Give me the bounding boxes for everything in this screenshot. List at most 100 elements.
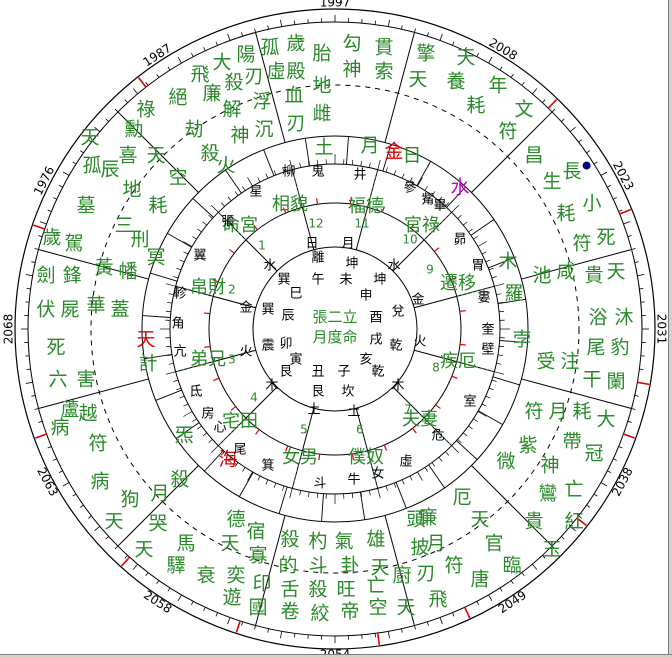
mansion-tick <box>192 236 197 240</box>
mansion-label: 畢 <box>433 199 446 214</box>
rim-tick <box>578 139 582 143</box>
rim-tick <box>62 171 70 176</box>
star-label: 計 <box>138 353 157 375</box>
mansion-label: 箕 <box>261 458 274 474</box>
rim-tick <box>586 150 590 154</box>
mansion-tick <box>431 191 436 196</box>
mansion-tick <box>477 241 487 247</box>
rim-tick <box>203 46 206 51</box>
mansion-tick <box>299 490 302 496</box>
mansion-tick <box>368 490 371 496</box>
degree-tick <box>433 247 440 252</box>
palace-label: 僕奴 <box>348 447 384 468</box>
branch-label: 卯 <box>279 337 292 352</box>
rim-tick <box>80 504 84 508</box>
star-label: 黃 <box>94 257 113 279</box>
mansion-label: 張 <box>221 215 234 230</box>
rim-tick <box>627 420 632 423</box>
mansion-tick <box>438 457 443 462</box>
star-label: 解 <box>222 99 241 121</box>
star-label: 旺 <box>336 579 355 601</box>
star-label: 勾 <box>342 33 361 55</box>
star-label: 池 <box>532 265 551 287</box>
rim-tick <box>38 420 43 423</box>
rim-tick <box>637 274 645 277</box>
star-label: 孤 <box>82 155 101 177</box>
mansion-divider <box>175 422 200 439</box>
rim-tick <box>542 99 546 103</box>
mansion-tick <box>289 159 293 170</box>
palace-label: 福德 <box>348 196 384 217</box>
mansion-label: 井 <box>353 168 366 183</box>
star-label: 卷 <box>280 601 299 623</box>
palace-divider <box>456 285 495 297</box>
mansion-divider <box>446 186 466 208</box>
rim-tick <box>542 555 546 559</box>
mansion-divider <box>492 376 520 386</box>
mansion-label: 星 <box>249 185 262 200</box>
degree-tick <box>410 223 415 229</box>
degree-tick <box>282 207 287 214</box>
branch-label: 巳 <box>289 287 302 302</box>
palace-number: 3 <box>228 353 236 367</box>
palace-number: 10 <box>402 233 417 247</box>
star-label: 月 <box>360 135 379 157</box>
mansion-label: 虛 <box>399 455 412 470</box>
rim-tick <box>510 74 514 78</box>
star-label: 文 <box>514 99 533 121</box>
star-label: 越 <box>78 403 97 425</box>
star-label: 病 <box>90 471 109 493</box>
rim-tick <box>191 52 194 57</box>
year-tick <box>637 381 650 386</box>
palace-divider <box>175 285 214 297</box>
star-label: 天 <box>136 329 155 351</box>
branch-label: 土 <box>347 405 360 420</box>
mansion-tick <box>165 283 176 287</box>
mansion-label: 軫 <box>173 286 186 302</box>
star-label: 天 <box>80 127 99 149</box>
rim-tick <box>488 594 493 602</box>
degree-tick <box>383 444 388 451</box>
mansion-tick <box>368 162 371 168</box>
star-label: 索 <box>374 61 393 83</box>
mansion-labels: 柳鬼井參觜畢昴胃婁奎壁室危虛女牛斗箕尾心房氐亢角軫翼張星 <box>171 164 494 492</box>
star-label: 微 <box>496 451 515 473</box>
degree-tick <box>459 310 466 313</box>
mansion-tick <box>220 451 225 456</box>
ring-4 <box>208 202 462 456</box>
star-label: 天 <box>606 261 625 283</box>
mansion-tick <box>417 177 423 187</box>
rim-tick <box>414 625 416 630</box>
rim-tick <box>499 587 503 592</box>
window-bottom-edge <box>0 654 672 658</box>
degree-tick <box>203 312 211 315</box>
star-label: 貫 <box>374 37 393 59</box>
dashed-ring <box>90 84 580 574</box>
star-label: 劍 <box>36 265 55 287</box>
house-divider <box>38 249 149 280</box>
ring-2 <box>141 135 529 523</box>
branch-label: 兌 <box>391 305 404 320</box>
rim-tick <box>241 32 244 37</box>
degree-tick <box>349 197 352 205</box>
palace-divider <box>423 212 452 241</box>
branch-label: 水 <box>387 259 400 274</box>
star-label: 符 <box>498 121 517 143</box>
mansion-tick <box>468 425 473 430</box>
star-label: 勳 <box>124 119 143 141</box>
mansion-tick <box>192 418 197 422</box>
star-label: 廉 <box>418 507 437 529</box>
mansion-tick <box>208 439 213 444</box>
rim-tick <box>80 150 84 154</box>
palace-number: 12 <box>308 217 323 231</box>
ring-5 <box>252 246 418 412</box>
branch-label: 午 <box>311 273 324 288</box>
mansion-tick <box>176 267 182 271</box>
star-label: 歲 <box>286 33 305 55</box>
star-label: 虛 <box>266 61 285 83</box>
branch-label: 丑 <box>311 365 324 380</box>
rim-tick <box>613 197 618 200</box>
star-label: 孛 <box>512 329 531 351</box>
degree-tick <box>351 453 354 460</box>
